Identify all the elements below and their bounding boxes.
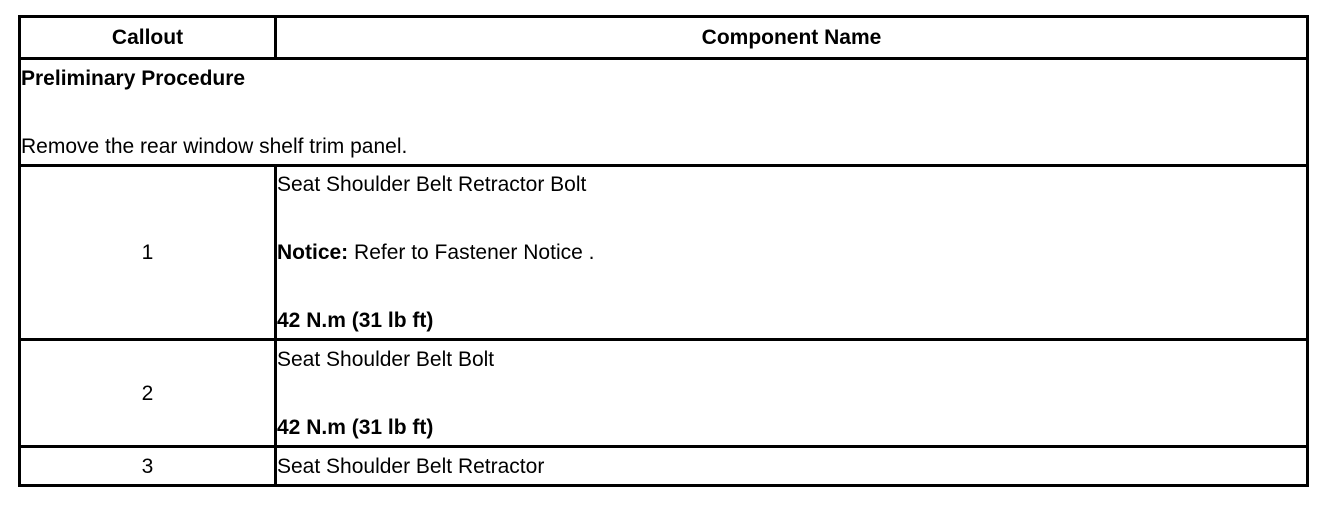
table-row: 2 Seat Shoulder Belt Bolt 42 N.m (31 lb … bbox=[18, 338, 1309, 448]
callout-number: 2 bbox=[18, 338, 277, 448]
preliminary-procedure-cell: Preliminary Procedure Remove the rear wi… bbox=[18, 57, 1309, 167]
component-name: Seat Shoulder Belt Bolt bbox=[277, 347, 495, 371]
component-name: Seat Shoulder Belt Retractor bbox=[277, 454, 545, 478]
table-row: 1 Seat Shoulder Belt Retractor Bolt Noti… bbox=[18, 164, 1309, 341]
spacer bbox=[21, 91, 1306, 134]
component-cell: Seat Shoulder Belt Retractor Bolt Notice… bbox=[274, 164, 1309, 341]
spacer bbox=[277, 265, 1306, 308]
torque-spec: 42 N.m (31 lb ft) bbox=[277, 415, 434, 439]
spacer bbox=[277, 197, 1306, 240]
table-row: 3 Seat Shoulder Belt Retractor bbox=[18, 445, 1309, 487]
notice-text: Refer to Fastener Notice . bbox=[348, 241, 595, 264]
component-name: Seat Shoulder Belt Retractor Bolt bbox=[277, 173, 587, 196]
preliminary-procedure-text: Remove the rear window shelf trim panel. bbox=[21, 134, 408, 158]
component-cell: Seat Shoulder Belt Retractor bbox=[274, 445, 1309, 487]
preliminary-procedure-row: Preliminary Procedure Remove the rear wi… bbox=[18, 57, 1309, 167]
notice-label: Notice: bbox=[277, 241, 349, 264]
notice-line: Notice: Refer to Fastener Notice . bbox=[277, 240, 1306, 265]
preliminary-procedure-title: Preliminary Procedure bbox=[21, 66, 246, 90]
component-cell: Seat Shoulder Belt Bolt 42 N.m (31 lb ft… bbox=[274, 338, 1309, 448]
torque-spec: 42 N.m (31 lb ft) bbox=[277, 309, 434, 332]
procedure-table: Callout Component Name Preliminary Proce… bbox=[18, 15, 1309, 487]
spacer bbox=[277, 372, 1306, 415]
table-header-row: Callout Component Name bbox=[18, 15, 1309, 60]
component-name-header: Component Name bbox=[274, 15, 1309, 60]
callout-number: 1 bbox=[18, 164, 277, 341]
callout-number: 3 bbox=[18, 445, 277, 487]
callout-header: Callout bbox=[18, 15, 277, 60]
